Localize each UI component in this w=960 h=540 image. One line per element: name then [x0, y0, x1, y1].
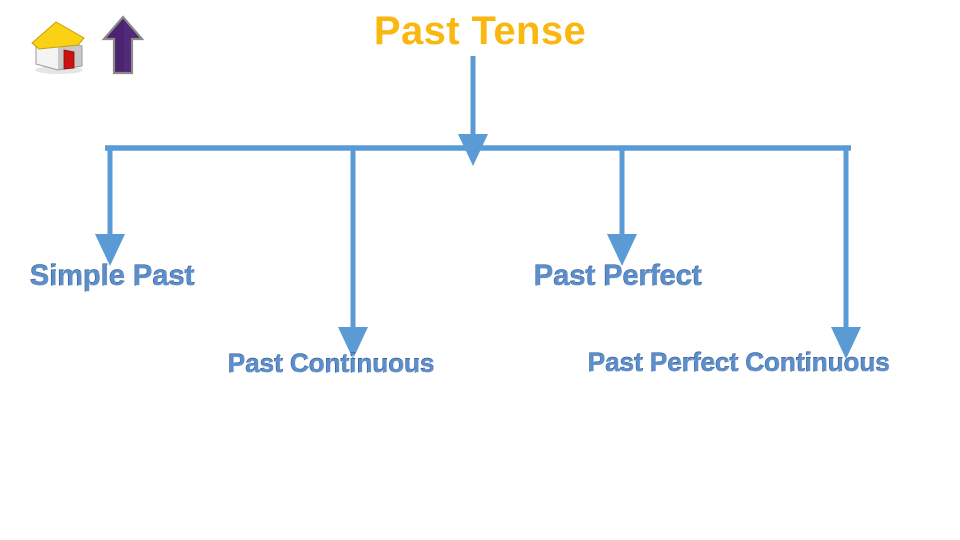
home-icon[interactable]	[26, 16, 90, 76]
node-label-simple-past: Simple Past	[30, 260, 195, 293]
node-label-past-continuous: Past Continuous	[228, 348, 435, 378]
page-title: Past Tense	[373, 9, 587, 53]
icon-row	[0, 0, 200, 90]
up-arrow-icon[interactable]	[100, 14, 146, 78]
node-label-past-perfect-continuous: Past Perfect Continuous	[588, 347, 891, 377]
node-label-past-perfect: Past Perfect	[534, 260, 703, 293]
